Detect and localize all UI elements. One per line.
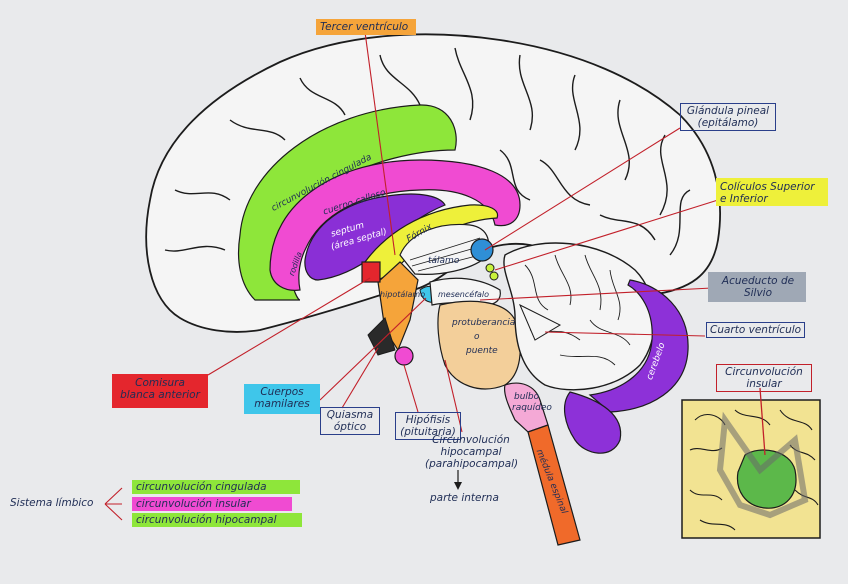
coliculos-bg — [716, 178, 828, 206]
label-circ-hipo-line1: Circunvolución — [432, 434, 510, 446]
pons-inner-label-1: protuberancia — [452, 318, 516, 328]
hypothalamus-inner-label: hipotálamo — [380, 290, 426, 299]
pons-inner-label-3: puente — [466, 346, 498, 356]
label-acueducto-line2: Silvio — [743, 287, 773, 299]
label-quiasma-optico: Quiasma óptico — [320, 407, 380, 435]
cerebellum-lower-lobe — [563, 391, 622, 454]
thalamus-inner-label: tálamo — [428, 256, 460, 266]
label-acueducto-silvio: Acueducto de Silvio — [712, 275, 804, 299]
medulla-inner-label-1: bulbo — [514, 392, 540, 402]
acueducto-bg — [708, 272, 806, 302]
list-item-insular: circunvolución insular — [136, 498, 251, 510]
label-cuerpos-line1: Cuerpos — [260, 386, 304, 398]
tercer-ventriculo-bg — [316, 19, 416, 35]
label-sistema-limbico: Sistema límbico — [10, 497, 94, 509]
label-coliculos-line2: e Inferior — [720, 193, 768, 205]
label-circunvolucion-insular-inset: Circunvolución insular — [716, 364, 812, 392]
inset-insular-cortex — [736, 449, 797, 509]
list-item-cingulada: circunvolución cingulada — [136, 481, 267, 493]
inset-gray-opercula — [716, 411, 809, 519]
medulla-inner-label-2: raquídeo — [512, 403, 552, 413]
label-coliculos: Colículos Superior e Inferior — [720, 181, 815, 205]
label-hipofisis: Hipófisis (pituitaria) — [395, 412, 461, 440]
label-coliculos-line1: Colículos Superior — [720, 181, 815, 193]
inferior-colliculus — [489, 271, 499, 281]
arrow-head-icon — [454, 482, 462, 490]
inset-brain-sulci — [689, 409, 819, 531]
list-insular-bg — [132, 497, 292, 511]
label-quiasma-line1: Quiasma — [326, 409, 374, 421]
cerebellum-folia — [524, 254, 631, 366]
label-glandula-pineal-line2: (epitálamo) — [697, 117, 759, 129]
label-circ-insular-inset-line2: insular — [746, 378, 782, 390]
label-comisura-blanca-anterior: Comisura blanca anterior — [114, 377, 206, 401]
comisura-bg — [112, 374, 208, 408]
label-circ-insular-inset-line1: Circunvolución — [725, 366, 803, 378]
cerebral-sulci — [164, 47, 691, 256]
label-comisura-line2: blanca anterior — [120, 389, 200, 401]
superior-colliculus — [485, 263, 495, 273]
label-cuerpos-mamilares: Cuerpos mamilares — [246, 386, 318, 410]
pineal-gland — [470, 238, 494, 262]
list-hipocampal-bg — [132, 513, 302, 527]
label-glandula-pineal: Glándula pineal (epitálamo) — [680, 103, 776, 131]
spinal-cord-region — [527, 424, 581, 546]
label-acueducto-line1: Acueducto de — [721, 275, 795, 287]
label-glandula-pineal-line1: Glándula pineal — [686, 105, 770, 117]
pituitary-gland — [394, 346, 414, 366]
label-hipofisis-line2: (pituitaria) — [400, 426, 456, 438]
label-quiasma-line2: óptico — [333, 421, 367, 433]
label-cuarto-ventriculo: Cuarto ventrículo — [706, 322, 806, 338]
label-circ-hipo-line3: (parahipocampal) — [425, 458, 519, 470]
label-cuerpos-line2: mamilares — [254, 398, 310, 410]
label-circ-hipo-line2: hipocampal — [440, 446, 502, 458]
list-item-hipocampal: circunvolución hipocampal — [136, 514, 277, 526]
inset-insular-pointer — [759, 387, 766, 456]
leader-lines — [104, 31, 719, 521]
label-comisura-line1: Comisura — [135, 377, 185, 389]
optic-chiasm-region — [367, 317, 396, 356]
midbrain-inner-label: mesencéfalo — [438, 290, 490, 299]
list-cingulada-bg — [132, 480, 300, 494]
anterior-commissure-region — [361, 261, 381, 283]
pons-inner-label-2: o — [474, 332, 480, 342]
cerebellum-outline — [503, 242, 656, 391]
label-hipofisis-line1: Hipófisis — [405, 414, 451, 426]
cuerpos-bg — [244, 384, 320, 414]
label-circunvolucion-hipocampal: Circunvolución hipocampal (parahipocampa… — [425, 434, 519, 470]
label-parte-interna: parte interna — [430, 492, 499, 504]
label-tercer-ventriculo: Tercer ventrículo — [320, 21, 409, 33]
